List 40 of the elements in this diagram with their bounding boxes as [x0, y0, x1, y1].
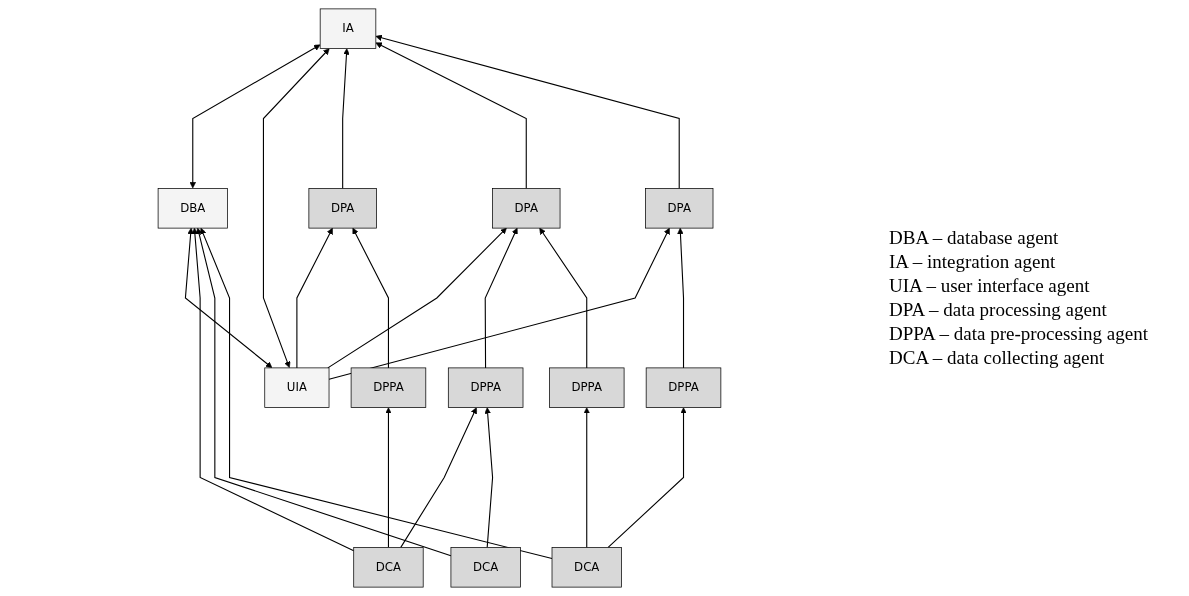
arrow — [189, 44, 321, 189]
node-box: UIA — [264, 367, 330, 408]
arrow — [385, 407, 392, 548]
arrow — [328, 227, 670, 380]
arrow — [484, 227, 518, 369]
node-box: DCA — [450, 547, 521, 588]
arrow — [539, 227, 588, 369]
node-box: DPPA — [549, 367, 625, 408]
node-box: DPPA — [645, 367, 722, 408]
node-box: DBA — [157, 188, 228, 229]
node-box: DPPA — [447, 367, 524, 408]
legend-note: DBA – database agent — [889, 226, 1060, 250]
node-box: DPA — [308, 188, 377, 229]
arrow — [342, 48, 350, 189]
node-box: DCA — [551, 547, 622, 588]
legend-note: IA – integration agent — [889, 250, 1057, 274]
legend-note: DPA – data processing agent — [889, 298, 1108, 322]
arrow — [352, 227, 390, 369]
node-box: DPPA — [350, 367, 427, 408]
arrow — [677, 227, 685, 369]
arrow — [484, 407, 494, 548]
arrow — [375, 34, 680, 189]
arrow — [607, 407, 687, 548]
arrow — [296, 227, 333, 369]
node-box: IA — [319, 8, 377, 49]
arrow — [375, 42, 527, 189]
arrow — [184, 227, 273, 368]
arrow — [200, 227, 553, 560]
arrow — [583, 407, 590, 548]
legend-note: DCA – data collecting agent — [889, 346, 1106, 370]
arrow — [327, 227, 507, 369]
arrow — [262, 48, 330, 368]
node-box: DCA — [353, 547, 424, 588]
arrow — [400, 407, 477, 548]
arrow — [195, 227, 452, 557]
node-box: DPA — [645, 188, 714, 229]
legend-note: DPPA – data pre-processing agent — [889, 322, 1149, 346]
arrow — [191, 227, 355, 552]
node-box: DPA — [492, 188, 561, 229]
legend-note: UIA – user interface agent — [889, 274, 1091, 298]
